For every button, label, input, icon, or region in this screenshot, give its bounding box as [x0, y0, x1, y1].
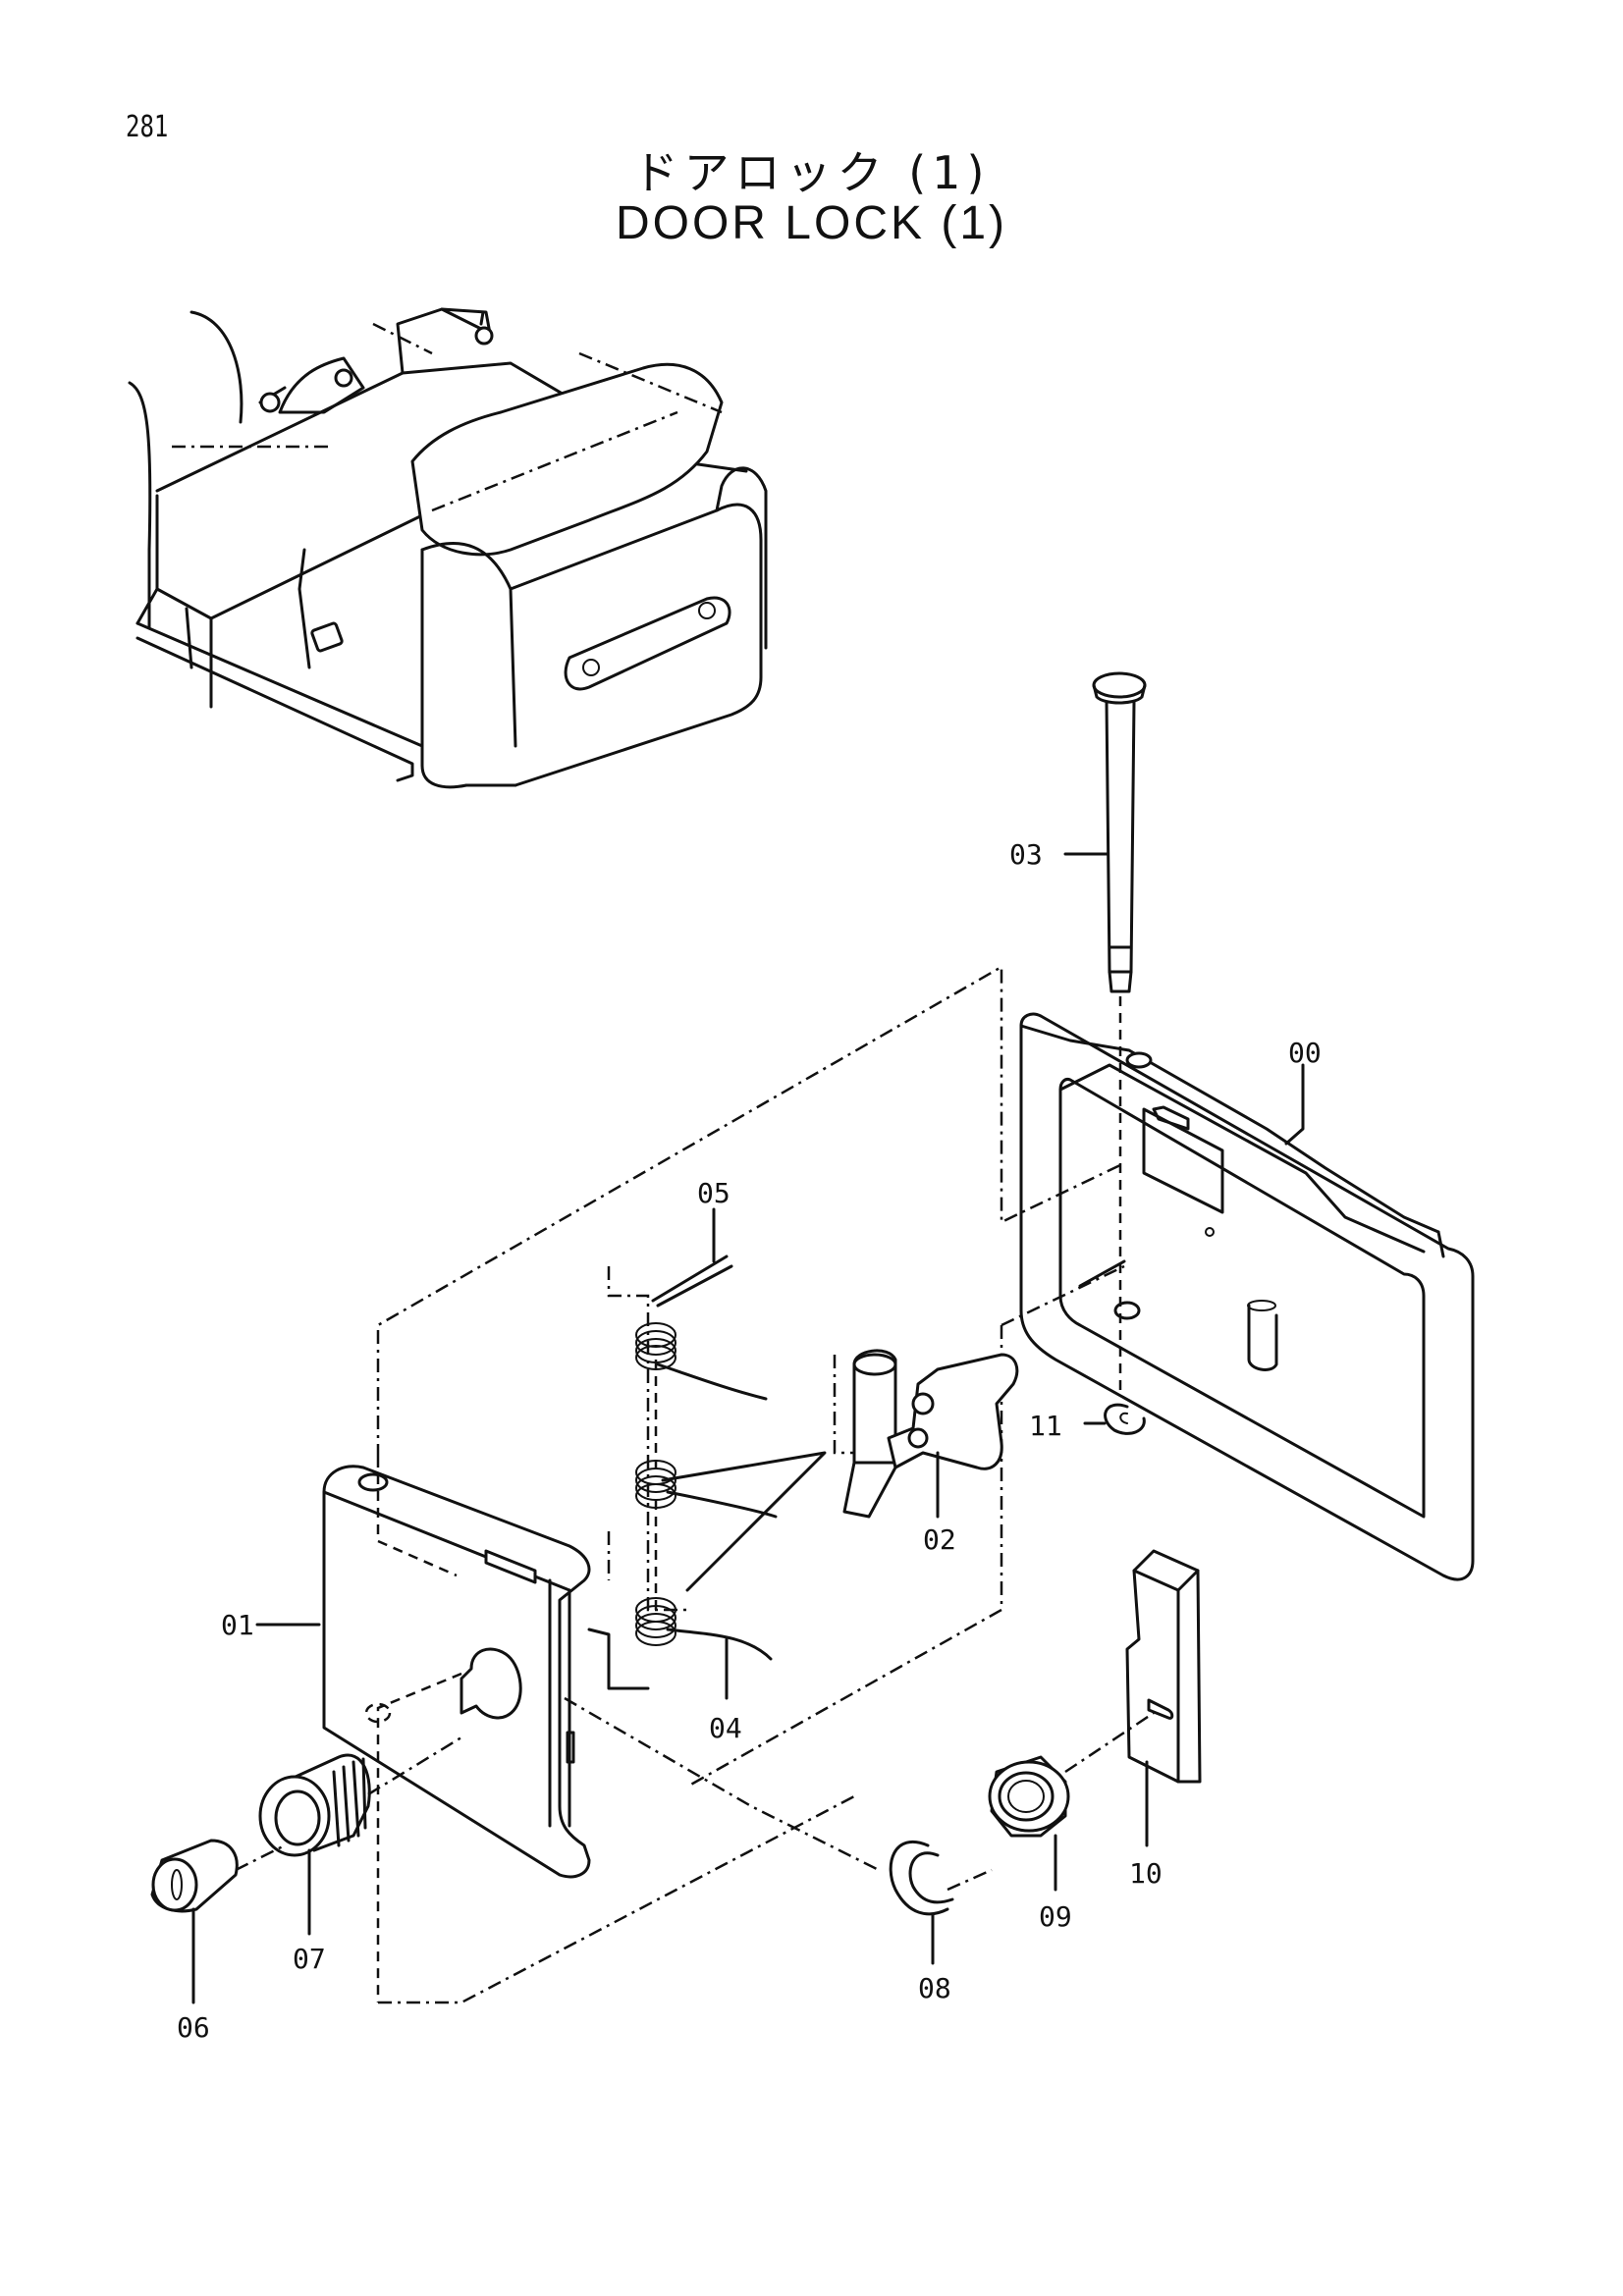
pin-part-03: [1092, 671, 1147, 1394]
callout-09: 09: [1039, 1900, 1072, 1933]
door-frame-part-00: [1019, 1012, 1475, 1581]
axis-line-bushing: [367, 1735, 462, 1796]
lock-bracket-part-01: [322, 1458, 880, 2002]
callout-03: 03: [1009, 838, 1043, 871]
callout-08: 08: [918, 1972, 951, 2004]
plate-part-10: [1125, 1549, 1202, 1784]
callout-05: 05: [697, 1177, 730, 1209]
latch-part-02: [842, 1349, 1019, 1519]
bushing-part-07: [258, 1753, 371, 1857]
axis-line-ring: [947, 1868, 993, 1892]
page-title-english: DOOR LOCK (1): [615, 197, 1008, 249]
snap-ring-part-08: [889, 1840, 954, 1916]
callout-02: 02: [923, 1523, 956, 1556]
callout-labels: 03 00 05 02 11 01 04 10 09 08 07 06: [177, 838, 1322, 2044]
spring-part-04: [587, 1360, 827, 1690]
axis-line-nut: [1064, 1711, 1155, 1774]
callout-leaders: [191, 852, 1305, 2004]
axis-line-key: [235, 1843, 286, 1872]
callout-00: 00: [1288, 1037, 1322, 1069]
callout-01: 01: [221, 1609, 254, 1641]
callout-04: 04: [709, 1712, 742, 1744]
clip-part-11: [1104, 1403, 1146, 1435]
assembly-outline: [376, 964, 1125, 2004]
page-number: 281: [126, 110, 169, 144]
page-title-japanese: ドアロック (1): [632, 146, 991, 199]
key-cylinder-part-06: [150, 1839, 239, 1913]
nut-part-09: [988, 1755, 1070, 1838]
callout-07: 07: [293, 1943, 326, 1975]
callout-11: 11: [1029, 1410, 1062, 1442]
machine-overview-illustration: [128, 307, 768, 789]
callout-10: 10: [1129, 1857, 1163, 1890]
callout-06: 06: [177, 2011, 210, 2044]
spring-part-05: [635, 1255, 768, 1401]
